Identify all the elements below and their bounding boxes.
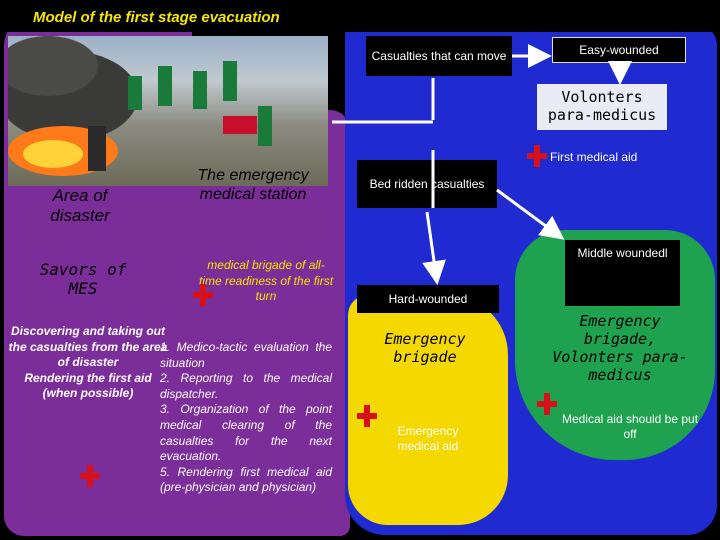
hard-wounded-box: Hard-wounded <box>357 285 499 313</box>
page-title: Model of the first stage evacuation <box>0 0 720 32</box>
bed-ridden-box: Bed ridden casualties <box>357 160 497 208</box>
emergency-station-label: The emergency medical station <box>197 167 309 204</box>
emergency-brigade-green-label: Emergency brigade, Volonters para-medicu… <box>552 312 688 384</box>
emergency-medical-aid-label: Emergency medical aid <box>397 424 459 453</box>
first-aid-label: First medical aid <box>550 150 638 164</box>
middle-wounded-box: Middle woundedl <box>565 240 680 306</box>
red-cross-icon <box>527 145 547 167</box>
disaster-photo <box>8 36 328 186</box>
red-cross-icon <box>193 284 213 306</box>
discovering-label: Discovering and taking out the casualtie… <box>8 324 168 401</box>
aid-put-off-label: Medical aid should be put off <box>561 412 699 441</box>
arrow-to-hard-wounded <box>422 211 446 285</box>
emergency-brigade-yellow-label: Emergency brigade <box>384 330 466 366</box>
savors-label: Savors of MES <box>39 260 127 299</box>
yellow-region <box>348 295 508 525</box>
red-cross-icon <box>80 465 100 487</box>
red-cross-icon <box>537 393 557 415</box>
red-cross-icon <box>357 405 377 427</box>
arrow-to-middle-wounded <box>496 188 565 240</box>
casualties-move-box: Casualties that can move <box>366 36 512 76</box>
medical-brigade-label: medical brigade of all-time readiness of… <box>198 258 334 304</box>
volonters-box: Volonters para-medicus <box>537 84 667 130</box>
steps-label: 1. Medico-tactic evaluation the situatio… <box>160 340 332 495</box>
area-disaster-label: Area of disaster <box>50 186 110 226</box>
